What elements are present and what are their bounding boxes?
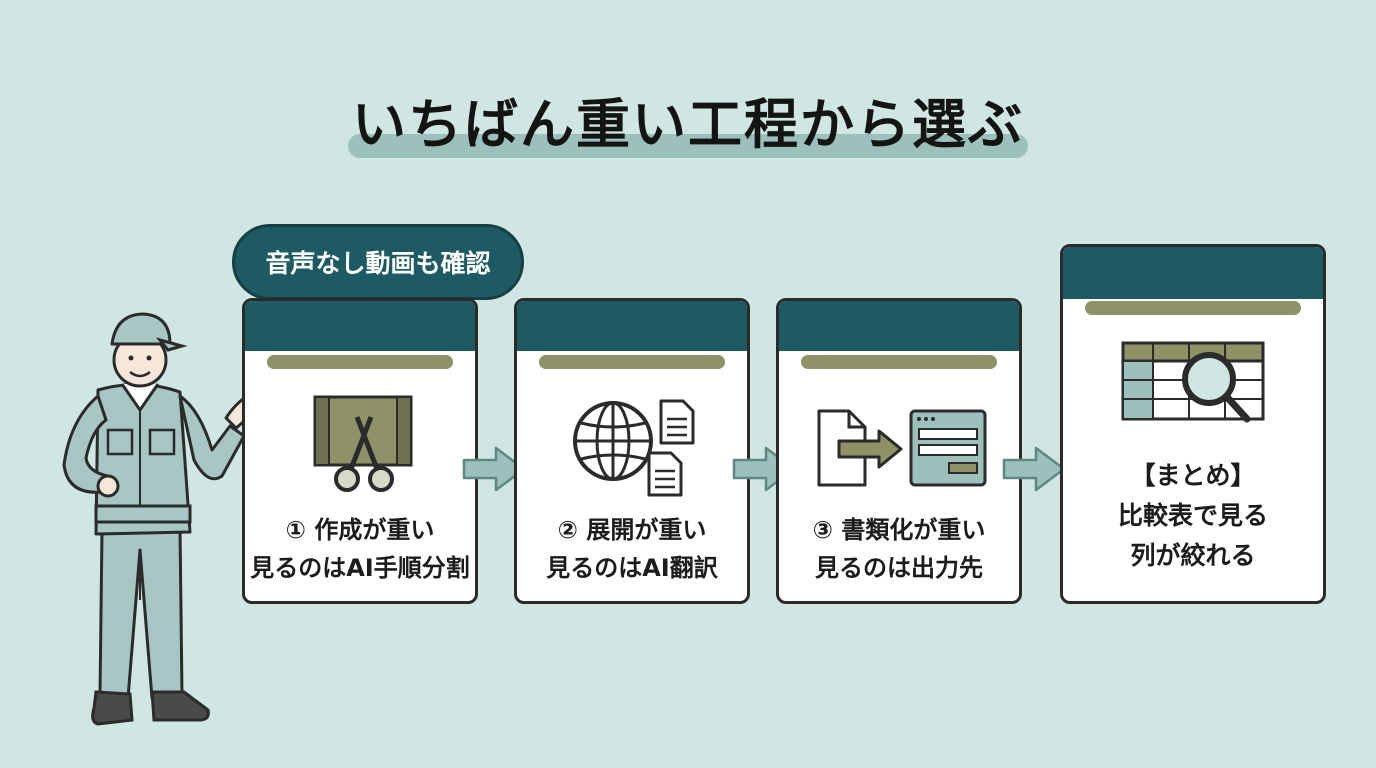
step-line1: ② 展開が重い: [557, 516, 707, 544]
title-container: いちばん重い工程から選ぶ: [0, 80, 1376, 159]
film-scissors-icon: [313, 395, 413, 492]
card-band: [267, 355, 453, 369]
card-header: [245, 301, 475, 351]
card-band: [801, 355, 997, 369]
arrow-right-icon: [1002, 446, 1066, 492]
summary-line3: 列が絞れる: [1130, 541, 1256, 570]
summary-line2: 比較表で見る: [1117, 501, 1268, 530]
title-highlight: [348, 134, 1028, 158]
arrow-right-icon: [462, 446, 526, 492]
table-magnifier-icon: [1121, 341, 1265, 423]
step-card-document: ③ 書類化が重い 見るのは出力先: [776, 298, 1022, 604]
page-title: いちばん重い工程から選ぶ: [352, 93, 1024, 156]
step-line2: 見るのはAI翻訳: [546, 554, 718, 582]
speech-bubble-text: 音声なし動画も確認: [265, 249, 491, 278]
worker-illustration: [62, 312, 270, 726]
summary-line1: 【まとめ】: [1130, 461, 1256, 490]
summary-card: 【まとめ】 比較表で見る 列が絞れる: [1060, 244, 1326, 604]
step-card-create: ① 作成が重い 見るのはAI手順分割: [242, 298, 478, 604]
step-line2: 見るのは出力先: [815, 554, 983, 582]
card-header: [779, 301, 1019, 351]
card-band: [1085, 301, 1301, 315]
globe-documents-icon: [573, 399, 695, 497]
card-header: [517, 301, 747, 351]
step-line1: ③ 書類化が重い: [812, 516, 986, 544]
speech-bubble: 音声なし動画も確認: [232, 224, 524, 300]
step-line1: ① 作成が重い: [285, 516, 435, 544]
document-export-icon: [817, 409, 987, 487]
card-band: [539, 355, 725, 369]
step-card-deploy: ② 展開が重い 見るのはAI翻訳: [514, 298, 750, 604]
card-header: [1063, 247, 1323, 299]
step-line2: 見るのはAI手順分割: [250, 554, 470, 582]
